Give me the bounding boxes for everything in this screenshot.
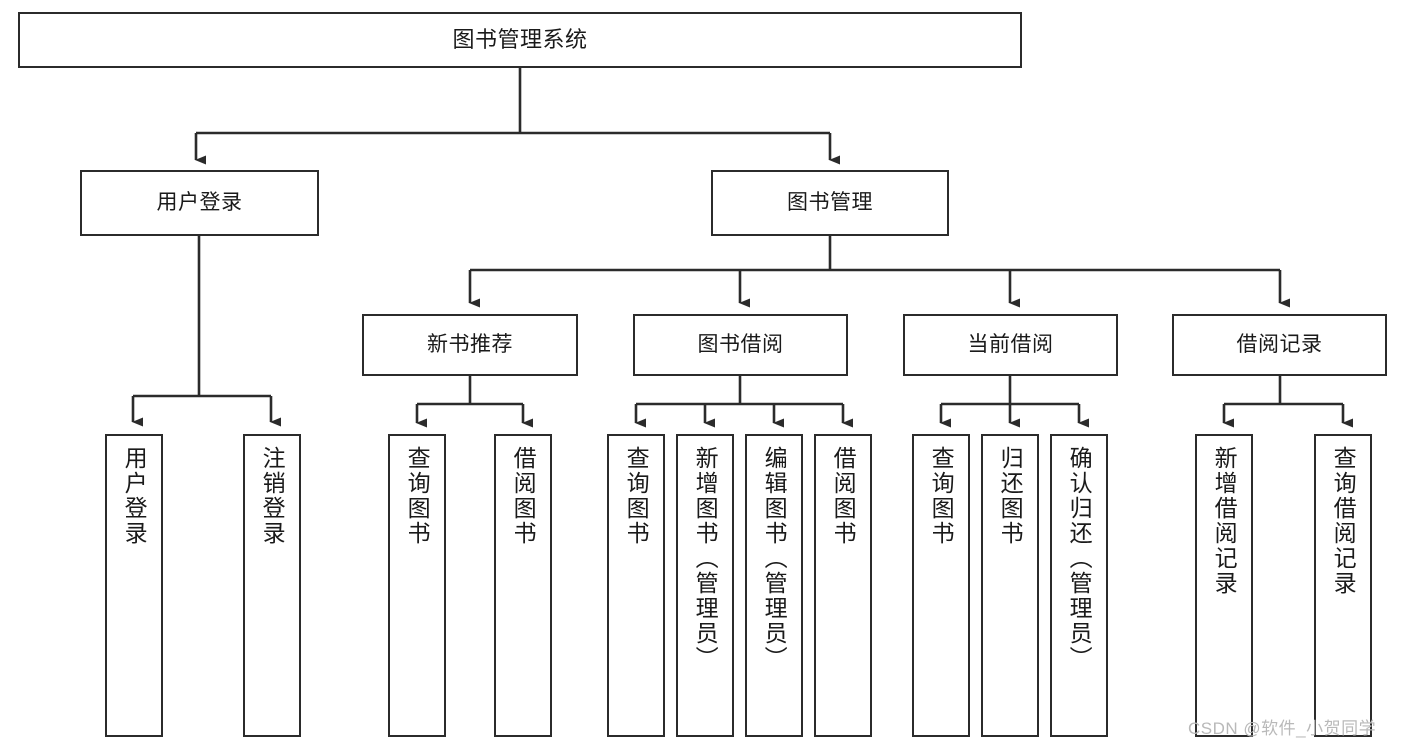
node-user-login[interactable]: 用户登录 [80,170,319,236]
node-label: 确认归还（管理员） [1066,446,1093,671]
node-label: 借阅图书 [510,446,537,546]
node-label: 查询图书 [404,446,431,546]
leaf-logout[interactable]: 注销登录 [243,434,301,737]
node-label: 借阅图书 [830,446,857,546]
node-label: 编辑图书（管理员） [761,446,788,671]
node-root-system[interactable]: 图书管理系统 [18,12,1022,68]
node-label: 新增借阅记录 [1211,446,1238,596]
leaf-query-book-recommend[interactable]: 查询图书 [388,434,446,737]
node-current-borrow[interactable]: 当前借阅 [903,314,1118,376]
leaf-borrow-book-recommend[interactable]: 借阅图书 [494,434,552,737]
node-borrow-record[interactable]: 借阅记录 [1172,314,1387,376]
node-label: 用户登录 [156,190,243,214]
leaf-query-borrow-record[interactable]: 查询借阅记录 [1314,434,1372,737]
watermark-text: CSDN @软件_小贺同学 [1188,719,1377,738]
node-book-borrow[interactable]: 图书借阅 [633,314,848,376]
leaf-query-book-borrow[interactable]: 查询图书 [607,434,665,737]
node-book-management[interactable]: 图书管理 [711,170,949,236]
leaf-add-book-admin[interactable]: 新增图书（管理员） [676,434,734,737]
leaf-edit-book-admin[interactable]: 编辑图书（管理员） [745,434,803,737]
node-label: 查询图书 [623,446,650,546]
node-label: 用户登录 [121,446,148,546]
node-label: 查询图书 [928,446,955,546]
leaf-borrow-book[interactable]: 借阅图书 [814,434,872,737]
leaf-user-login[interactable]: 用户登录 [105,434,163,737]
node-label: 图书管理系统 [452,27,588,53]
node-label: 新增图书（管理员） [692,446,719,671]
node-label: 归还图书 [997,446,1024,546]
leaf-confirm-return-admin[interactable]: 确认归还（管理员） [1050,434,1108,737]
leaf-add-borrow-record[interactable]: 新增借阅记录 [1195,434,1253,737]
node-new-book-recommend[interactable]: 新书推荐 [362,314,578,376]
node-label: 当前借阅 [967,332,1054,356]
node-label: 图书管理 [787,190,873,214]
node-label: 注销登录 [259,446,286,546]
node-label: 查询借阅记录 [1330,446,1357,596]
leaf-return-book[interactable]: 归还图书 [981,434,1039,737]
leaf-query-book-current[interactable]: 查询图书 [912,434,970,737]
node-label: 图书借阅 [697,332,784,356]
node-label: 新书推荐 [427,332,513,356]
node-label: 借阅记录 [1236,332,1323,356]
